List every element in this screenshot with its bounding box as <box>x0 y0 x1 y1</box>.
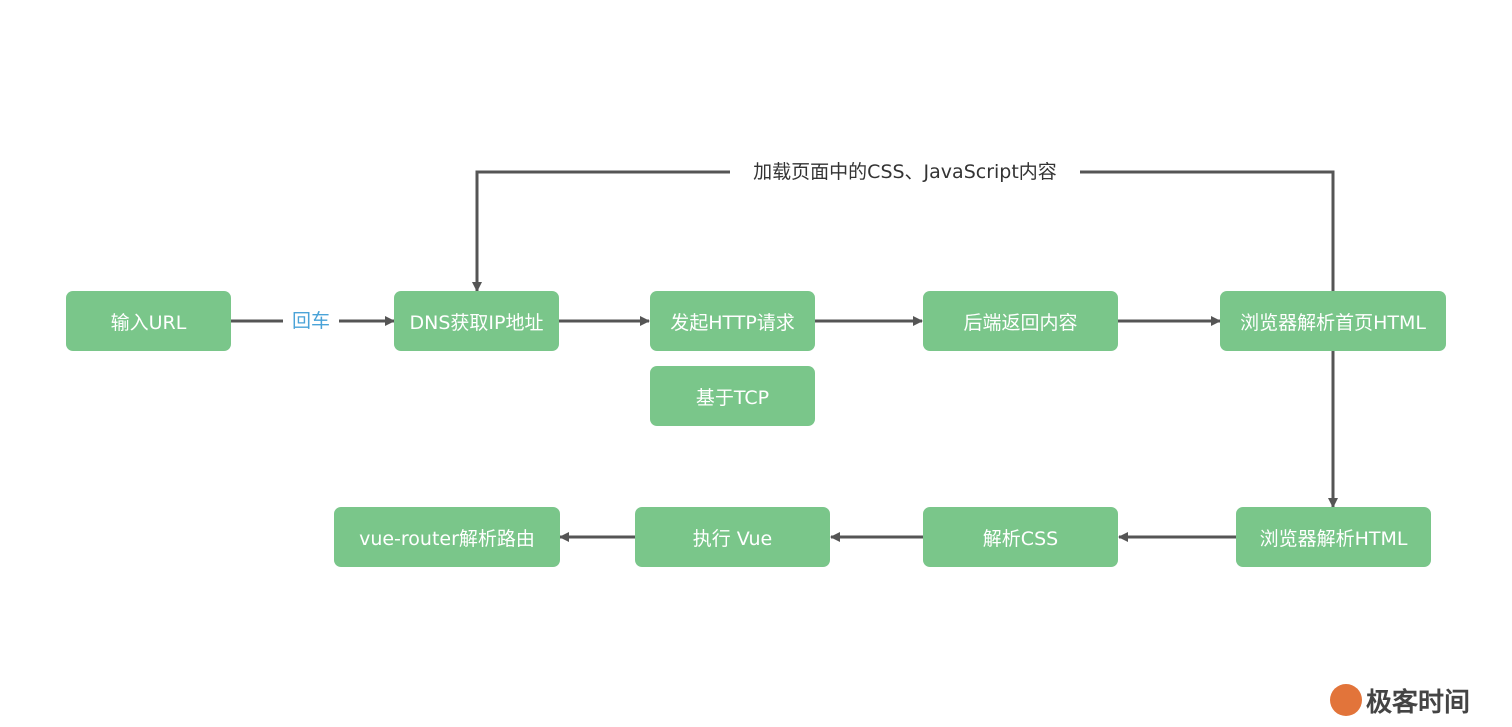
node-exec-vue: 执行 Vue <box>635 507 830 567</box>
watermark-brand: 极客时间 <box>1366 687 1471 718</box>
edge-label-load-resources: 加载页面中的CSS、JavaScript内容 <box>730 160 1080 184</box>
node-parse-css: 解析CSS <box>923 507 1118 567</box>
node-http-request: 发起HTTP请求 <box>650 291 815 351</box>
node-parse-html: 浏览器解析HTML <box>1236 507 1431 567</box>
edge-label-enter: 回车 <box>283 309 339 333</box>
node-dns: DNS获取IP地址 <box>394 291 559 351</box>
node-vue-router: vue-router解析路由 <box>334 507 560 567</box>
node-tcp: 基于TCP <box>650 366 815 426</box>
geektime-logo-icon <box>1330 684 1362 716</box>
arrow-loop-load-resources <box>472 170 1335 292</box>
node-parse-home-html: 浏览器解析首页HTML <box>1220 291 1446 351</box>
node-input-url: 输入URL <box>66 291 231 351</box>
node-backend-return: 后端返回内容 <box>923 291 1118 351</box>
watermark: 极客时间 <box>1330 680 1470 720</box>
